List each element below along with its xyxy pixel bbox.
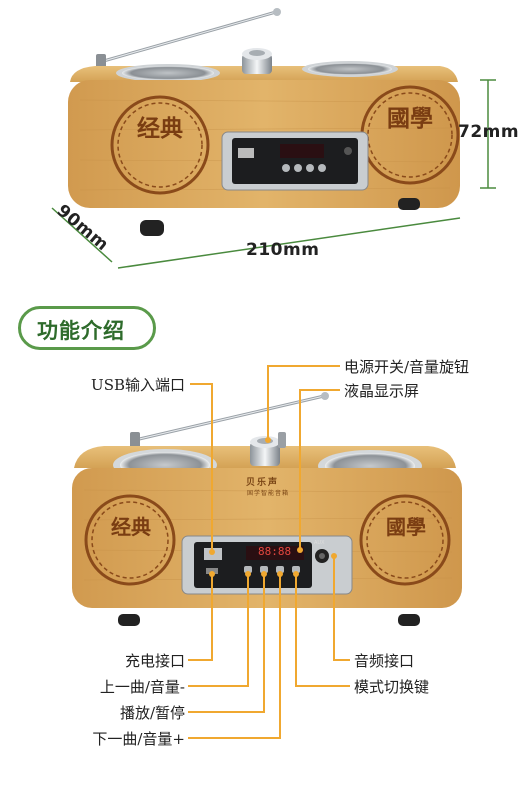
next-button (276, 566, 284, 573)
callout-aux-input: 音频接口 (354, 652, 415, 670)
lcd-display (246, 546, 304, 560)
engraving-left-medallion-bottom (84, 494, 176, 586)
top-product-illustration (51, 8, 496, 269)
height-dimension-label: 72mm (458, 122, 520, 142)
width-dimension-label: 210mm (246, 240, 320, 260)
foot-left (140, 220, 164, 236)
engraving-left-medallion (110, 95, 210, 195)
callout-prev-volume-down: 上一曲/音量- (99, 678, 185, 696)
engraving-left-text-bottom: 经典 (111, 515, 151, 539)
usb-port-top (238, 148, 254, 158)
control-panel-bottom (181, 535, 353, 595)
engraving-left-text-top: 经典 (137, 115, 183, 142)
volume-knob (242, 48, 272, 74)
engraving-right-text-bottom: 國學 (386, 515, 426, 539)
section-title-pill: 功能介绍 (18, 306, 156, 350)
aux-label: AUX (314, 540, 325, 546)
callout-lines (188, 365, 350, 739)
antenna-bottom (130, 392, 329, 448)
callout-lcd-display: 液晶显示屏 (344, 382, 420, 400)
bottom-product-illustration (72, 365, 462, 739)
foot-right (398, 198, 420, 210)
callout-next-volume-up: 下一曲/音量+ (92, 730, 185, 748)
brand-name: 贝乐声 (246, 478, 280, 488)
control-panel (221, 131, 369, 191)
prev-button (244, 566, 252, 573)
brand-subtitle: 国学智能音箱 (247, 490, 290, 497)
mode-button (292, 566, 300, 573)
callout-charge-port: 充电接口 (124, 652, 185, 670)
callout-play-pause: 播放/暂停 (119, 704, 185, 722)
dimension-lines (51, 79, 496, 269)
callout-dots (209, 437, 337, 577)
engraving-right-text-top: 國學 (387, 105, 433, 132)
callout-power-volume: 电源开关/音量旋钮 (344, 358, 470, 376)
lcd-digits: 88:88 (258, 545, 292, 558)
callout-usb-input: USB输入端口 (91, 376, 185, 394)
callout-mode-switch: 模式切换键 (354, 678, 430, 696)
section-title: 功能介绍 (37, 319, 125, 343)
foot-left-bottom (118, 614, 140, 626)
play-pause-button (260, 566, 268, 573)
foot-right-bottom (398, 614, 420, 626)
engraving-right-medallion-bottom (359, 494, 451, 586)
